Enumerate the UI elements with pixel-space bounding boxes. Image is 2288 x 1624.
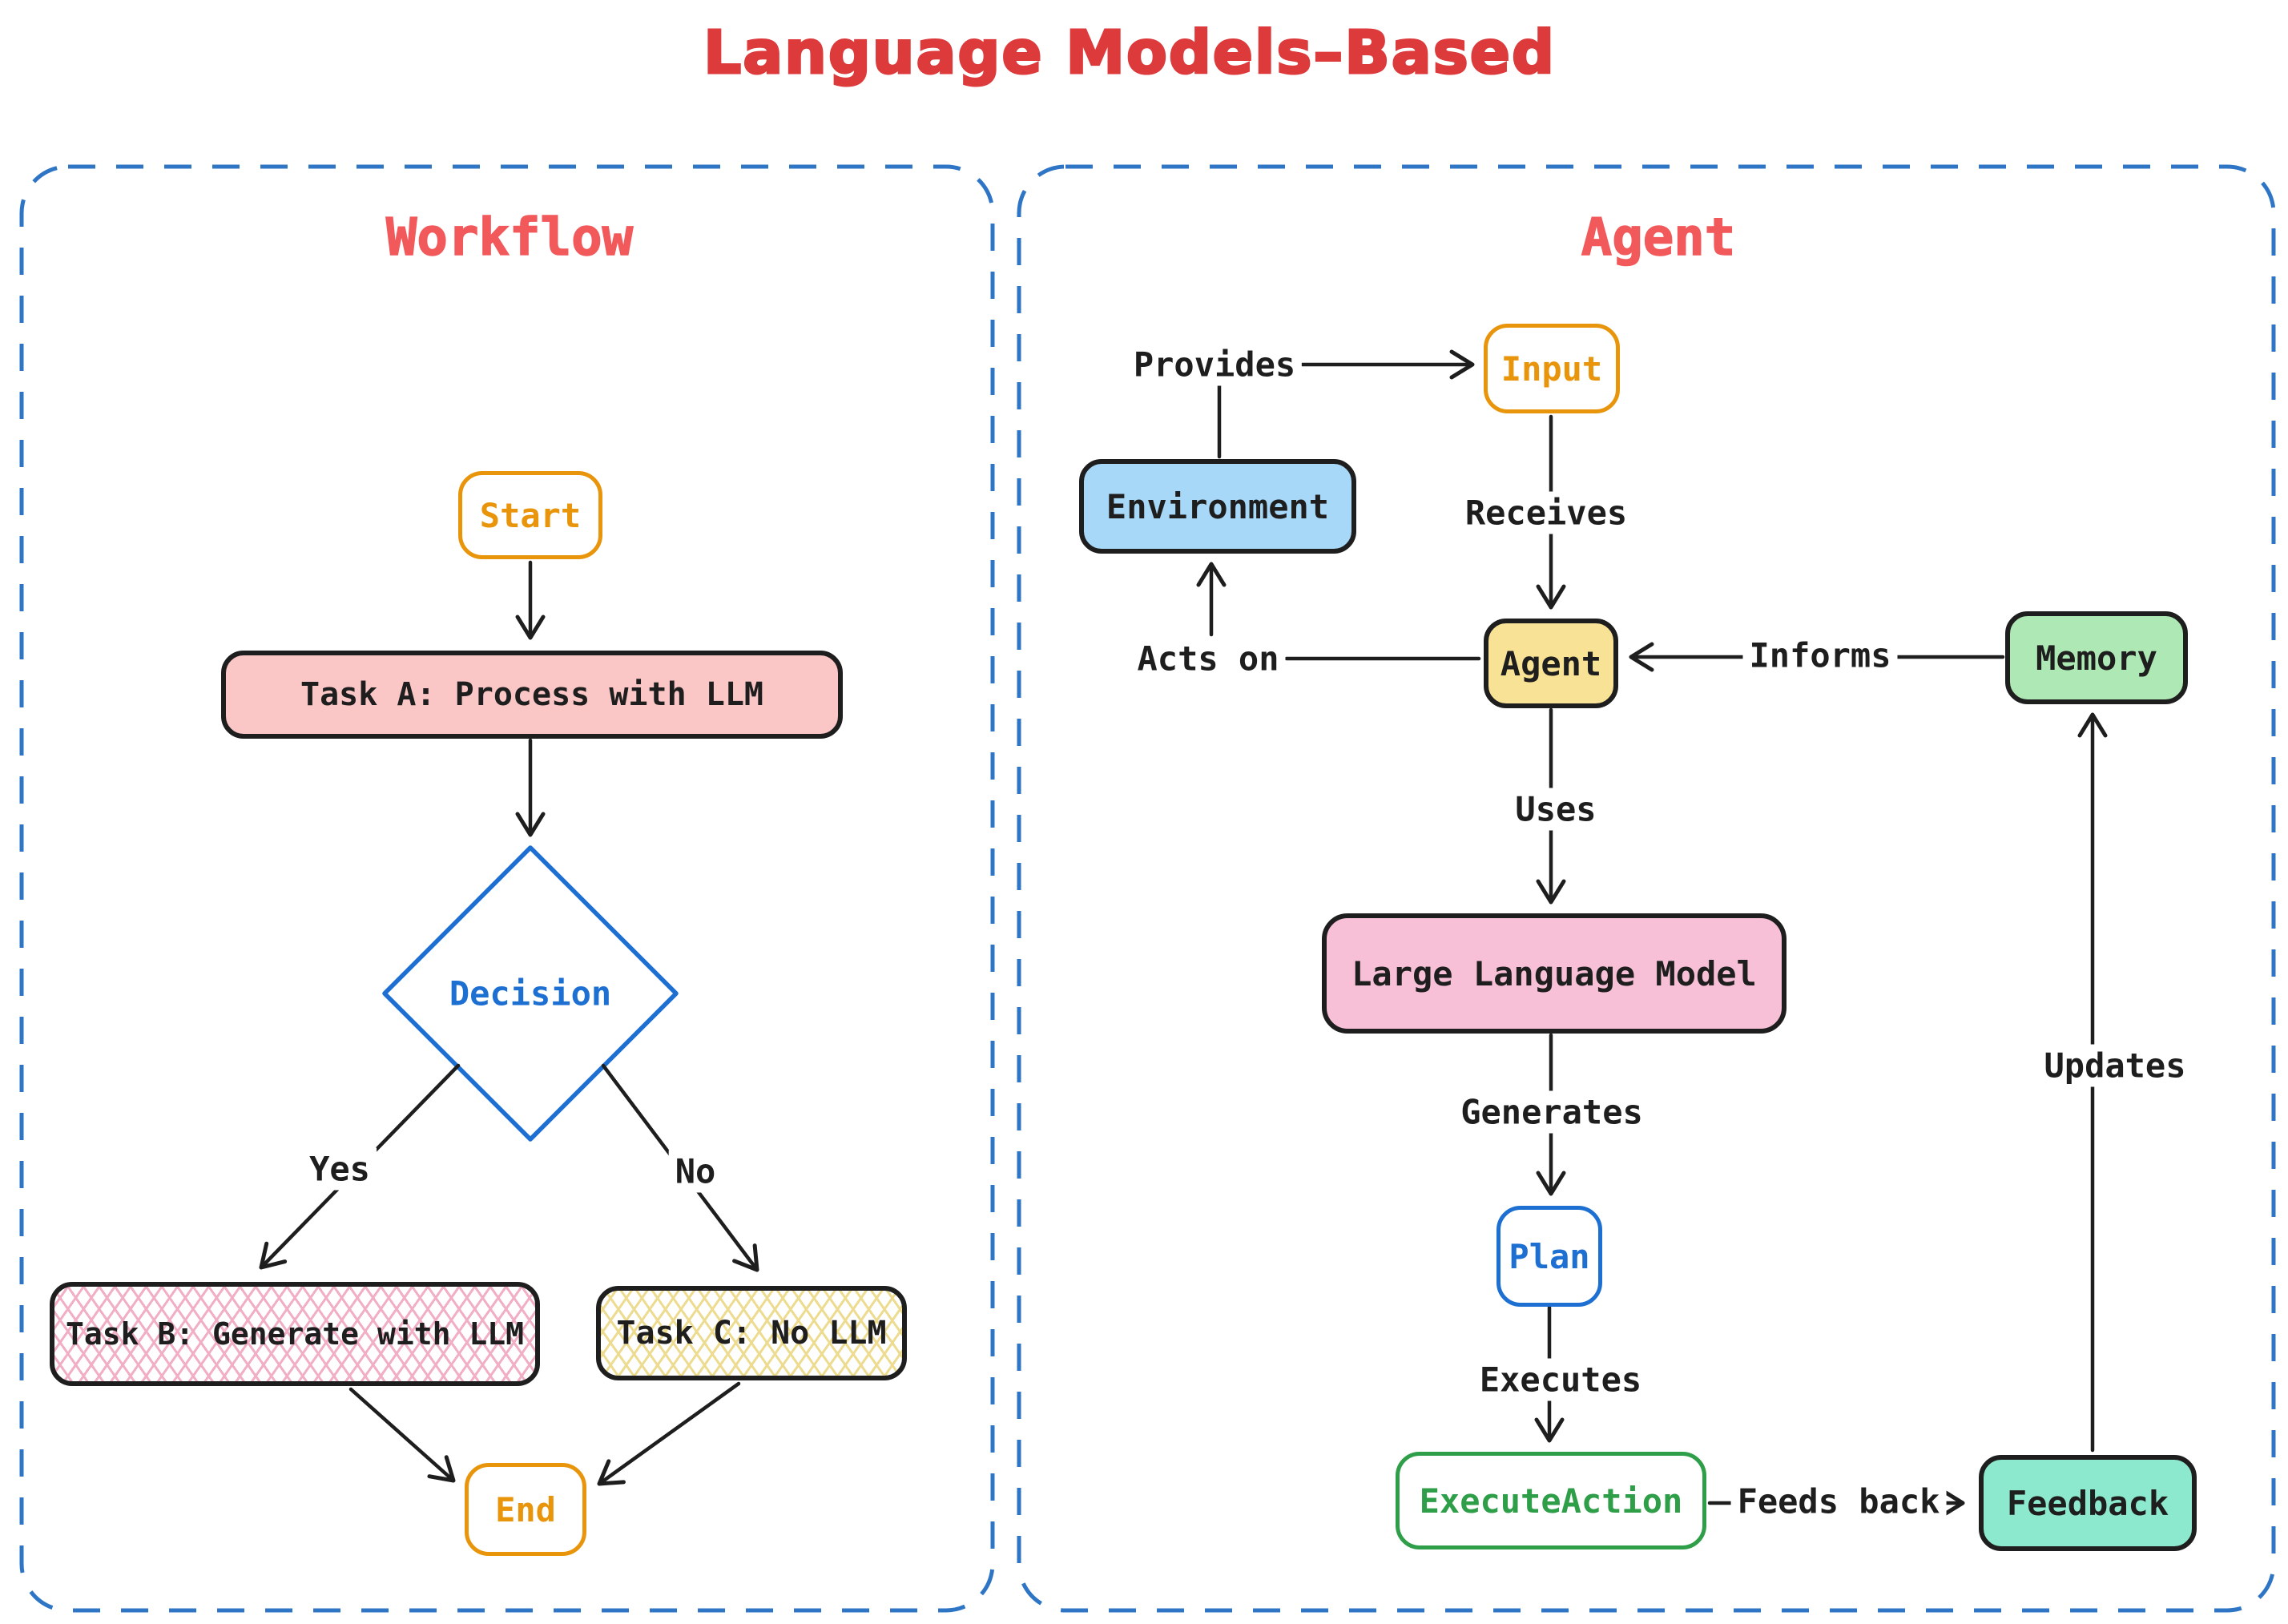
agent-panel-border [1017, 164, 2276, 1613]
node-agent: Agent [1484, 619, 1618, 708]
edge-task-c-end [597, 1381, 741, 1486]
node-llm: Large Language Model [1322, 913, 1786, 1034]
node-task-c: Task C: No LLM [596, 1286, 907, 1380]
edge-label-uses: Uses [1509, 788, 1603, 831]
workflow-panel-title: Workflow [385, 208, 634, 268]
node-task-a: Task A: Process with LLM [221, 651, 843, 739]
edge-label-acts-on: Acts on [1130, 637, 1286, 680]
edge-label-receives: Receives [1458, 491, 1634, 534]
page-title: Language Models–Based [703, 18, 1556, 89]
node-environment: Environment [1079, 459, 1356, 554]
node-decision-label: Decision [449, 973, 612, 1013]
node-memory: Memory [2005, 611, 2188, 704]
edge-label-no: No [668, 1150, 723, 1193]
agent-panel-title: Agent [1581, 208, 1736, 268]
edge-label-feeds-back: Feeds back [1730, 1480, 1947, 1523]
node-feedback: Feedback [1979, 1455, 2197, 1551]
node-input: Input [1484, 324, 1620, 413]
edge-label-generates: Generates [1454, 1090, 1650, 1134]
node-end: End [465, 1463, 586, 1556]
edge-label-informs: Informs [1742, 634, 1898, 677]
edge-label-yes: Yes [303, 1147, 377, 1191]
node-execute-action: ExecuteAction [1396, 1452, 1706, 1549]
node-start: Start [458, 471, 602, 559]
edge-label-provides: Provides [1126, 343, 1303, 386]
edge-label-updates: Updates [2037, 1044, 2193, 1087]
edge-label-executes: Executes [1472, 1358, 1649, 1401]
node-task-b: Task B: Generate with LLM [50, 1282, 540, 1386]
edge-task-b-end [348, 1387, 456, 1483]
workflow-panel-border [19, 164, 995, 1613]
node-plan: Plan [1496, 1206, 1602, 1307]
